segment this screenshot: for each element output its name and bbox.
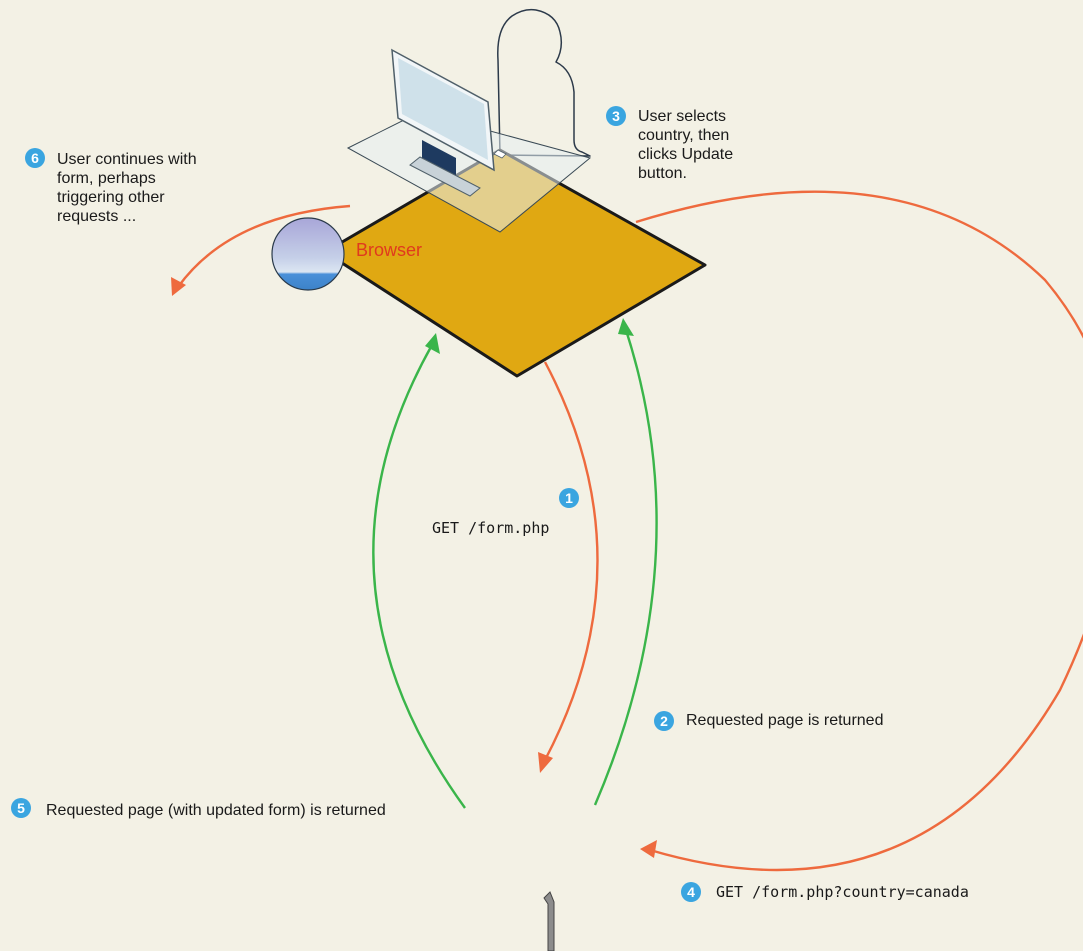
arrow-get-country <box>635 190 1083 872</box>
arrow-continue <box>177 204 351 288</box>
server-icon <box>543 891 555 951</box>
step-6-badge: 6 <box>25 148 45 168</box>
browser-label: Browser <box>356 240 423 260</box>
step-2-badge: 2 <box>654 711 674 731</box>
browser-globe-icon <box>271 217 345 291</box>
arrow-response-2 <box>372 344 466 809</box>
arrow-get-form <box>543 361 599 761</box>
step-2-label: Requested page is returned <box>686 712 884 729</box>
step-4-badge: 4 <box>681 882 701 902</box>
user-silhouette <box>497 8 591 157</box>
computer-monitor <box>391 48 507 197</box>
step-5-badge: 5 <box>11 798 31 818</box>
step-4-request: GET /form.php?country=canada <box>716 883 969 901</box>
glass-desk <box>346 111 592 233</box>
step-1-badge: 1 <box>559 488 579 508</box>
arrow-response-1 <box>593 329 658 806</box>
step-6-label: User continues with form, perhaps trigge… <box>57 151 197 225</box>
step-5-label: Requested page (with updated form) is re… <box>46 802 386 819</box>
step-1-request: GET /form.php <box>432 519 550 537</box>
step-3-badge: 3 <box>606 106 626 126</box>
step-3-label: User selects country, then clicks Update… <box>638 108 734 182</box>
